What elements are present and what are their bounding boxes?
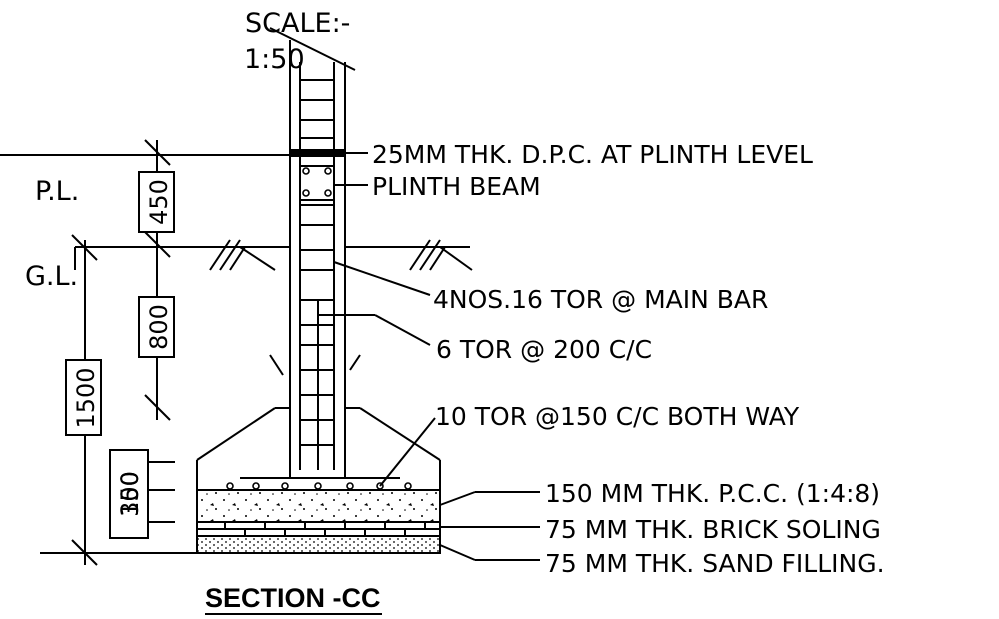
brick-soling-label: 75 MM THK. BRICK SOLING xyxy=(545,515,881,544)
dimension-lines xyxy=(65,139,175,566)
footing-bars xyxy=(226,167,412,490)
dim-footing-b: 300 xyxy=(116,471,144,517)
dim-1500: 1500 xyxy=(72,367,100,428)
pcc-label: 150 MM THK. P.C.C. (1:4:8) xyxy=(545,479,880,508)
plinth-level-label: P.L. xyxy=(35,176,79,207)
column-outline xyxy=(196,27,441,553)
plinth-beam-label: PLINTH BEAM xyxy=(372,172,541,201)
sand-filling-layer xyxy=(196,535,441,554)
scale-value: 1:50 xyxy=(244,44,305,75)
section-title: SECTION -CC xyxy=(205,583,381,613)
dim-450: 450 xyxy=(145,179,173,225)
brick-soling-layer xyxy=(196,521,441,537)
footing-bar-label: 10 TOR @150 C/C BOTH WAY xyxy=(435,402,800,431)
ground-level-label: G.L. xyxy=(25,261,78,292)
stirrup-label: 6 TOR @ 200 C/C xyxy=(436,335,652,364)
level-lines xyxy=(0,154,473,554)
main-bar-label: 4NOS.16 TOR @ MAIN BAR xyxy=(433,285,768,314)
pcc-layer xyxy=(196,489,441,523)
leaders xyxy=(318,152,540,561)
dpc-label: 25MM THK. D.P.C. AT PLINTH LEVEL xyxy=(372,140,813,169)
dim-800: 800 xyxy=(145,304,173,350)
scale-label: SCALE:- xyxy=(245,8,350,39)
dim-footing-a: 150 xyxy=(116,471,144,517)
sand-filling-label: 75 MM THK. SAND FILLING. xyxy=(545,549,885,578)
